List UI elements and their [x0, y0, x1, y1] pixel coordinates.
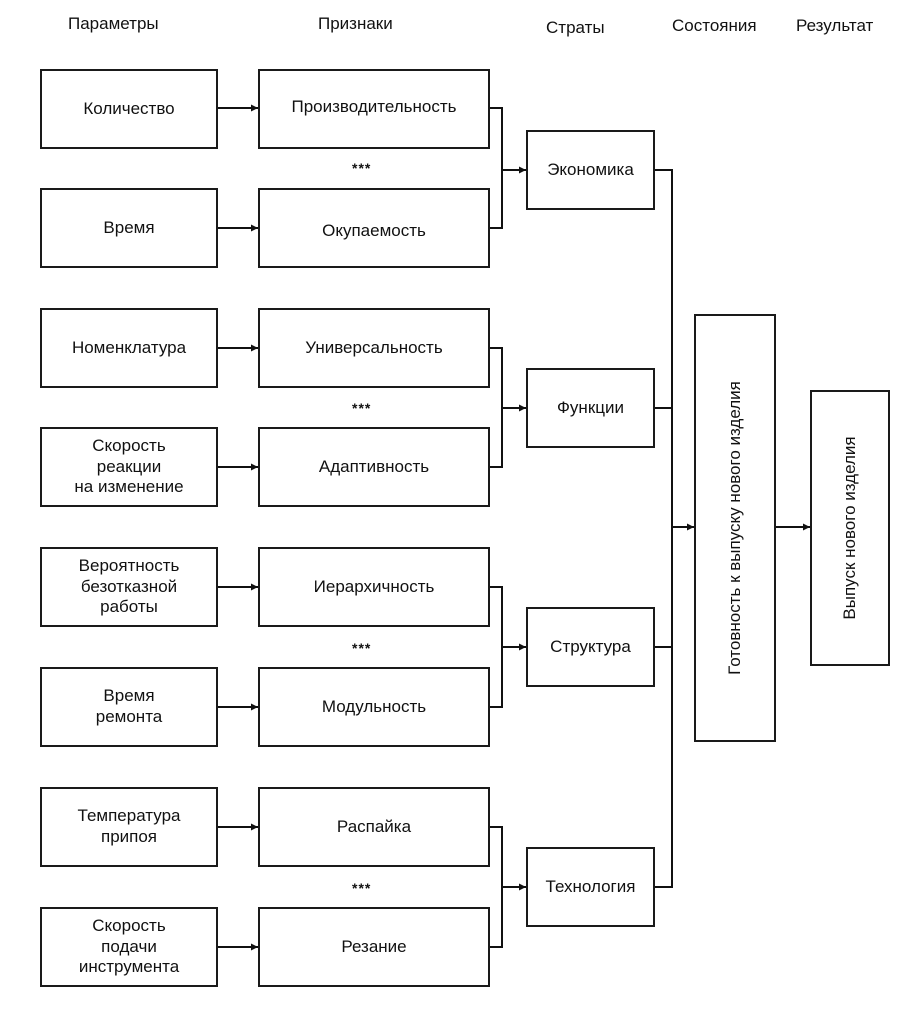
header-states: Состояния [672, 16, 757, 35]
feature-box: Резание [258, 907, 490, 987]
bracket-structure [490, 586, 503, 708]
header-params: Параметры [68, 14, 159, 33]
feature-box: Производительность [258, 69, 490, 149]
ellipsis-marker: *** [352, 880, 372, 896]
header-features: Признаки [318, 14, 393, 33]
feature-box: Распайка [258, 787, 490, 867]
param-box: Номенклатура [40, 308, 218, 388]
param-box: Время [40, 188, 218, 268]
ellipsis-marker: *** [352, 640, 372, 656]
state-label: Готовность к выпуску нового изделия [725, 381, 744, 675]
header-strata: Страты [546, 18, 605, 37]
feature-box: Адаптивность [258, 427, 490, 507]
feature-box: Иерархичность [258, 547, 490, 627]
bracket-functions [490, 347, 503, 468]
result-box: Выпуск нового изделия [810, 390, 890, 666]
param-box: Скорость подачи инструмента [40, 907, 218, 987]
feature-box: Универсальность [258, 308, 490, 388]
strata-collector [655, 169, 673, 888]
stratum-box-structure: Структура [526, 607, 655, 687]
state-box: Готовность к выпуску нового изделия [694, 314, 776, 742]
ellipsis-marker: *** [352, 400, 372, 416]
param-box: Температура припоя [40, 787, 218, 867]
stratum-box-technology: Технология [526, 847, 655, 927]
feature-box: Окупаемость [258, 188, 490, 268]
param-box: Время ремонта [40, 667, 218, 747]
result-label: Выпуск нового изделия [840, 436, 859, 620]
param-box: Вероятность безотказной работы [40, 547, 218, 627]
feature-box: Модульность [258, 667, 490, 747]
bracket-technology [490, 826, 503, 948]
stratum-box-economy: Экономика [526, 130, 655, 210]
bracket-economy [490, 107, 503, 229]
param-box: Количество [40, 69, 218, 149]
ellipsis-marker: *** [352, 160, 372, 176]
param-box: Скорость реакции на изменение [40, 427, 218, 507]
stratum-box-functions: Функции [526, 368, 655, 448]
header-result: Результат [796, 16, 874, 35]
